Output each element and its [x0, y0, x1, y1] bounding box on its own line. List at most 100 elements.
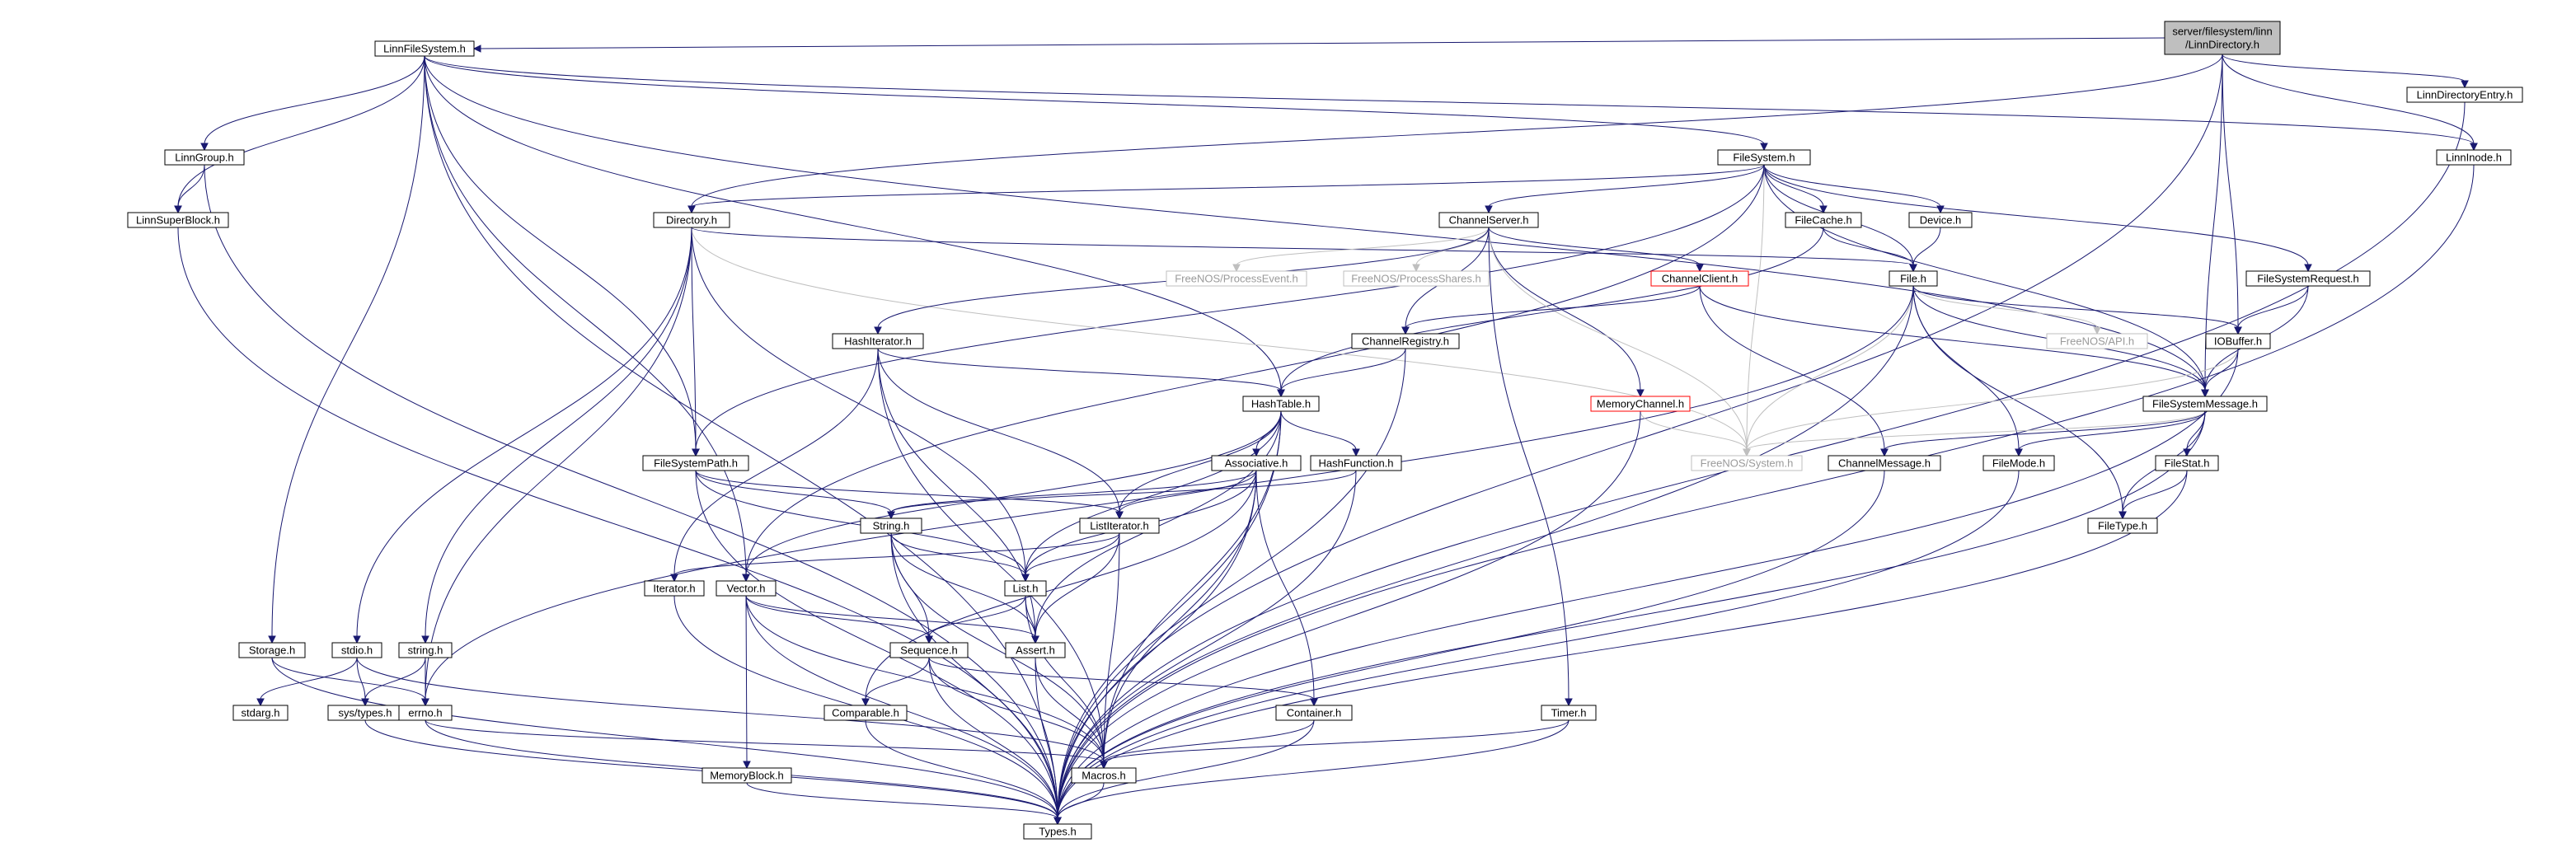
- node-box-linn-file-system[interactable]: [374, 40, 475, 57]
- node-box-timer[interactable]: [1541, 705, 1597, 721]
- node-channel-message[interactable]: ChannelMessage.h: [1828, 455, 1941, 471]
- node-box-associative[interactable]: [1211, 455, 1302, 471]
- node-box-errno[interactable]: [398, 705, 453, 721]
- node-string[interactable]: String.h: [860, 518, 922, 534]
- node-vector[interactable]: Vector.h: [716, 580, 777, 597]
- node-memory-channel[interactable]: MemoryChannel.h: [1590, 396, 1691, 412]
- node-box-file-system-message[interactable]: [2142, 396, 2268, 412]
- node-box-file-mode[interactable]: [1982, 455, 2055, 471]
- node-hash-table[interactable]: HashTable.h: [1242, 396, 1320, 412]
- node-linn-super-block[interactable]: LinnSuperBlock.h: [127, 212, 229, 228]
- node-box-linn-directory-entry[interactable]: [2406, 87, 2523, 103]
- node-assert[interactable]: Assert.h: [1005, 642, 1066, 658]
- node-box-hash-table[interactable]: [1242, 396, 1320, 412]
- node-box-memory-block[interactable]: [701, 767, 792, 784]
- node-box-free-nosapi[interactable]: [2046, 333, 2148, 349]
- node-box-stringh[interactable]: [398, 642, 453, 658]
- node-box-free-nosprocess-shares[interactable]: [1343, 270, 1490, 287]
- node-root[interactable]: server/filesystem/linn/LinnDirectory.h: [2164, 21, 2281, 55]
- node-box-free-nosprocess-event[interactable]: [1166, 270, 1307, 287]
- node-associative[interactable]: Associative.h: [1211, 455, 1302, 471]
- node-iobuffer[interactable]: IOBuffer.h: [2205, 333, 2271, 349]
- node-box-channel-server[interactable]: [1438, 212, 1539, 228]
- node-container[interactable]: Container.h: [1275, 705, 1353, 721]
- node-box-stdarg[interactable]: [232, 705, 289, 721]
- node-box-free-nossystem[interactable]: [1691, 455, 1803, 471]
- node-box-channel-registry[interactable]: [1351, 333, 1460, 349]
- node-list-iterator[interactable]: ListIterator.h: [1079, 518, 1160, 534]
- node-box-hash-iterator[interactable]: [832, 333, 924, 349]
- node-box-storage[interactable]: [238, 642, 306, 658]
- node-errno[interactable]: errno.h: [398, 705, 453, 721]
- node-box-memory-channel[interactable]: [1590, 396, 1691, 412]
- node-channel-server[interactable]: ChannelServer.h: [1438, 212, 1539, 228]
- node-box-device[interactable]: [1908, 212, 1973, 228]
- node-box-linn-inode[interactable]: [2436, 149, 2512, 166]
- node-box-iobuffer[interactable]: [2205, 333, 2271, 349]
- node-box-types[interactable]: [1023, 823, 1092, 840]
- node-box-iterator[interactable]: [644, 580, 705, 597]
- node-box-macros[interactable]: [1071, 767, 1137, 784]
- node-directory[interactable]: Directory.h: [653, 212, 730, 228]
- node-box-container[interactable]: [1275, 705, 1353, 721]
- node-timer[interactable]: Timer.h: [1541, 705, 1597, 721]
- node-free-nosapi[interactable]: FreeNOS/API.h: [2046, 333, 2148, 349]
- node-box-sequence[interactable]: [889, 642, 969, 658]
- node-linn-file-system[interactable]: LinnFileSystem.h: [374, 40, 475, 57]
- node-file-cache[interactable]: FileCache.h: [1785, 212, 1862, 228]
- node-box-stdio[interactable]: [331, 642, 382, 658]
- node-file-system-request[interactable]: FileSystemRequest.h: [2245, 270, 2371, 287]
- node-box-list[interactable]: [1004, 580, 1047, 597]
- node-box-hash-function[interactable]: [1310, 455, 1402, 471]
- node-file[interactable]: File.h: [1889, 270, 1938, 287]
- node-stdarg[interactable]: stdarg.h: [232, 705, 289, 721]
- node-box-comparable[interactable]: [823, 705, 908, 721]
- node-box-channel-client[interactable]: [1650, 270, 1749, 287]
- node-free-nosprocess-shares[interactable]: FreeNOS/ProcessShares.h: [1343, 270, 1490, 287]
- node-box-file[interactable]: [1889, 270, 1938, 287]
- node-box-linn-group[interactable]: [164, 149, 245, 166]
- node-free-nossystem[interactable]: FreeNOS/System.h: [1691, 455, 1803, 471]
- node-stdio[interactable]: stdio.h: [331, 642, 382, 658]
- node-storage[interactable]: Storage.h: [238, 642, 306, 658]
- node-linn-directory-entry[interactable]: LinnDirectoryEntry.h: [2406, 87, 2523, 103]
- node-box-linn-super-block[interactable]: [127, 212, 229, 228]
- node-memory-block[interactable]: MemoryBlock.h: [701, 767, 792, 784]
- node-box-directory[interactable]: [653, 212, 730, 228]
- node-file-stat[interactable]: FileStat.h: [2155, 455, 2219, 471]
- node-list[interactable]: List.h: [1004, 580, 1047, 597]
- node-iterator[interactable]: Iterator.h: [644, 580, 705, 597]
- node-box-file-system[interactable]: [1717, 149, 1811, 166]
- node-box-file-system-request[interactable]: [2245, 270, 2371, 287]
- node-box-file-stat[interactable]: [2155, 455, 2219, 471]
- node-linn-inode[interactable]: LinnInode.h: [2436, 149, 2512, 166]
- node-box-assert[interactable]: [1005, 642, 1066, 658]
- node-file-mode[interactable]: FileMode.h: [1982, 455, 2055, 471]
- node-box-root[interactable]: [2164, 21, 2281, 55]
- node-stringh[interactable]: string.h: [398, 642, 453, 658]
- node-channel-client[interactable]: ChannelClient.h: [1650, 270, 1749, 287]
- node-types[interactable]: Types.h: [1023, 823, 1092, 840]
- node-linn-group[interactable]: LinnGroup.h: [164, 149, 245, 166]
- node-box-list-iterator[interactable]: [1079, 518, 1160, 534]
- node-file-system-message[interactable]: FileSystemMessage.h: [2142, 396, 2268, 412]
- node-systypes[interactable]: sys/types.h: [327, 705, 403, 721]
- node-box-file-type[interactable]: [2087, 518, 2158, 534]
- node-box-file-cache[interactable]: [1785, 212, 1862, 228]
- node-file-system-path[interactable]: FileSystemPath.h: [642, 455, 749, 471]
- node-hash-iterator[interactable]: HashIterator.h: [832, 333, 924, 349]
- node-sequence[interactable]: Sequence.h: [889, 642, 969, 658]
- node-box-channel-message[interactable]: [1828, 455, 1941, 471]
- node-box-file-system-path[interactable]: [642, 455, 749, 471]
- node-comparable[interactable]: Comparable.h: [823, 705, 908, 721]
- node-device[interactable]: Device.h: [1908, 212, 1973, 228]
- node-macros[interactable]: Macros.h: [1071, 767, 1137, 784]
- node-file-type[interactable]: FileType.h: [2087, 518, 2158, 534]
- node-hash-function[interactable]: HashFunction.h: [1310, 455, 1402, 471]
- node-free-nosprocess-event[interactable]: FreeNOS/ProcessEvent.h: [1166, 270, 1307, 287]
- arrowhead-channel-server-to-free-nosprocess-shares: [1412, 264, 1420, 273]
- node-box-vector[interactable]: [716, 580, 777, 597]
- node-file-system[interactable]: FileSystem.h: [1717, 149, 1811, 166]
- node-channel-registry[interactable]: ChannelRegistry.h: [1351, 333, 1460, 349]
- node-box-string[interactable]: [860, 518, 922, 534]
